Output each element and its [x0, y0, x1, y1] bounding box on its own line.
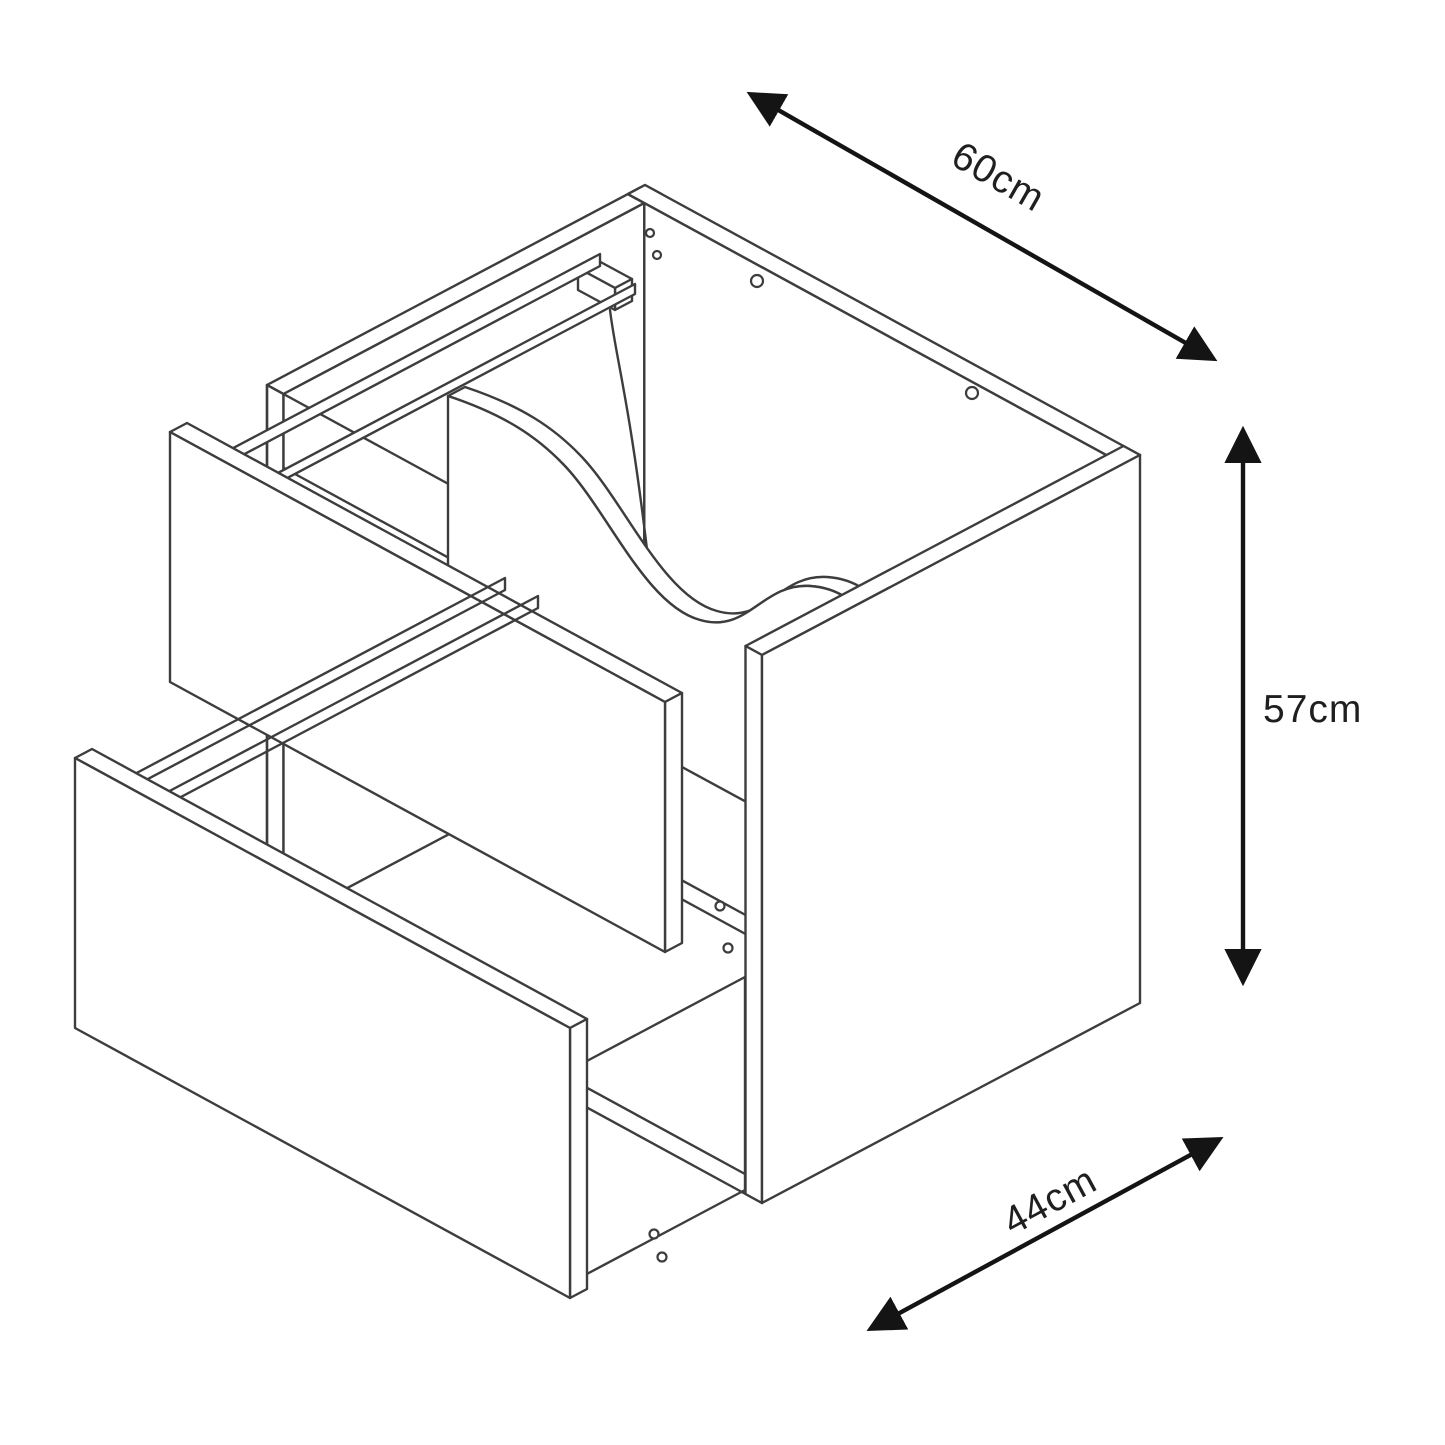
lower-drawer-front-face: [73, 756, 572, 1300]
upper-drawer: [168, 252, 684, 954]
screw-hole: [651, 249, 663, 261]
width-dimension-arrow: [746, 91, 1218, 362]
screw-hole: [656, 1251, 668, 1263]
bracket-cable: [608, 308, 652, 577]
screw-hole: [648, 1228, 660, 1240]
right-panel-outer-face: [760, 453, 1142, 1205]
lower-drawer-front-right-edge: [568, 1017, 589, 1300]
height-dimension-label: 57cm: [1263, 688, 1362, 731]
dimension-depth: 44cm: [866, 1137, 1224, 1331]
width-dimension-label: 60cm: [944, 134, 1052, 221]
lower-drawer: [73, 576, 747, 1300]
upper-drawer-front-right-edge: [663, 691, 684, 954]
right-side-panel: [744, 444, 1142, 1205]
screw-hole: [722, 942, 734, 954]
screw-hole: [964, 385, 980, 401]
screw-hole: [714, 900, 726, 912]
upper-drawer-front-face: [168, 430, 667, 954]
screw-hole: [644, 227, 656, 239]
screw-hole: [749, 273, 765, 289]
depth-dimension-arrow: [866, 1137, 1224, 1331]
right-panel-front-edge: [744, 644, 764, 1205]
dimension-height: 57cm: [1224, 425, 1362, 987]
